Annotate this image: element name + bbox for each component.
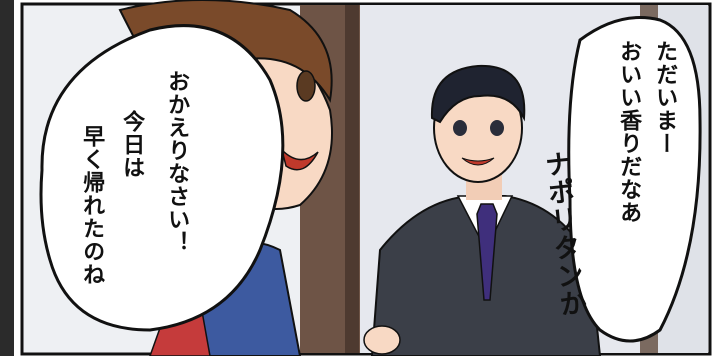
man-character — [363, 64, 602, 356]
woman-speech-line3: 早く帰れたのね — [79, 125, 105, 286]
left-panel-edge — [0, 0, 14, 356]
speech-bubble-woman — [39, 24, 285, 332]
woman-speech-line1: おかえりなさい！ — [164, 70, 190, 254]
woman-speech-line2: 今日は — [119, 110, 145, 179]
man-speech-line2: おいい香りだなあ — [616, 40, 642, 224]
man-speech-line1: ただいまー — [652, 40, 678, 155]
speech-bubble-man — [567, 16, 702, 343]
